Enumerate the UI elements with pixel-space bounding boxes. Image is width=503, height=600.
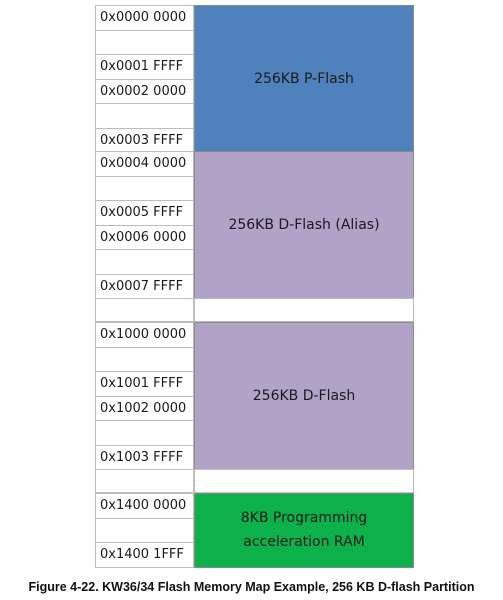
region-label-line: 256KB P-Flash [254,71,354,87]
figure-caption: Figure 4-22. KW36/34 Flash Memory Map Ex… [28,580,475,594]
address-label: 0x1002 0000 [95,395,194,421]
address-label: 0x0007 FFFF [95,273,194,299]
address-label: 0x1001 FFFF [95,371,194,397]
region-label: 256KB D-Flash (Alias) [228,213,379,237]
address-label: 0x0003 FFFF [95,127,194,153]
address-label: 0x1003 FFFF [95,444,194,470]
region-label: 256KB D-Flash [253,384,355,408]
region-label-line: acceleration RAM [243,534,365,551]
address-gap [95,469,194,493]
region-label: 256KB P-Flash [254,67,354,91]
memory-region-pflash: 256KB P-Flash [194,5,414,153]
address-label: 0x0006 0000 [95,224,194,250]
address-gap [95,298,194,322]
address-label: 0x0001 FFFF [95,54,194,80]
address-spacer [95,175,194,201]
address-label: 0x0005 FFFF [95,200,194,226]
region-label-line: 256KB D-Flash [252,388,356,404]
address-spacer [95,29,194,55]
address-spacer [95,346,194,372]
memory-region-dflash-alias: 256KB D-Flash (Alias) [194,151,414,299]
region-label-line: 256KB D-Flash (Alias) [228,217,380,233]
address-label: 0x1400 1FFF [95,542,194,568]
unmapped-gap [194,298,414,322]
address-spacer [95,249,194,275]
memory-region-ram: 8KB Programming acceleration RAM [194,493,414,568]
memory-region-dflash: 256KB D-Flash [194,322,414,470]
unmapped-gap [194,469,414,493]
address-label: 0x0002 0000 [95,78,194,104]
address-label: 0x1000 0000 [95,322,194,348]
address-spacer [95,420,194,446]
address-label: 0x0004 0000 [95,151,194,177]
address-spacer [95,517,194,543]
address-label: 0x0000 0000 [95,5,194,31]
region-label-line: 8KB Programming [240,510,368,527]
region-label: 8KB Programming acceleration RAM [241,506,368,554]
address-label: 0x1400 0000 [95,493,194,519]
address-spacer [95,103,194,129]
